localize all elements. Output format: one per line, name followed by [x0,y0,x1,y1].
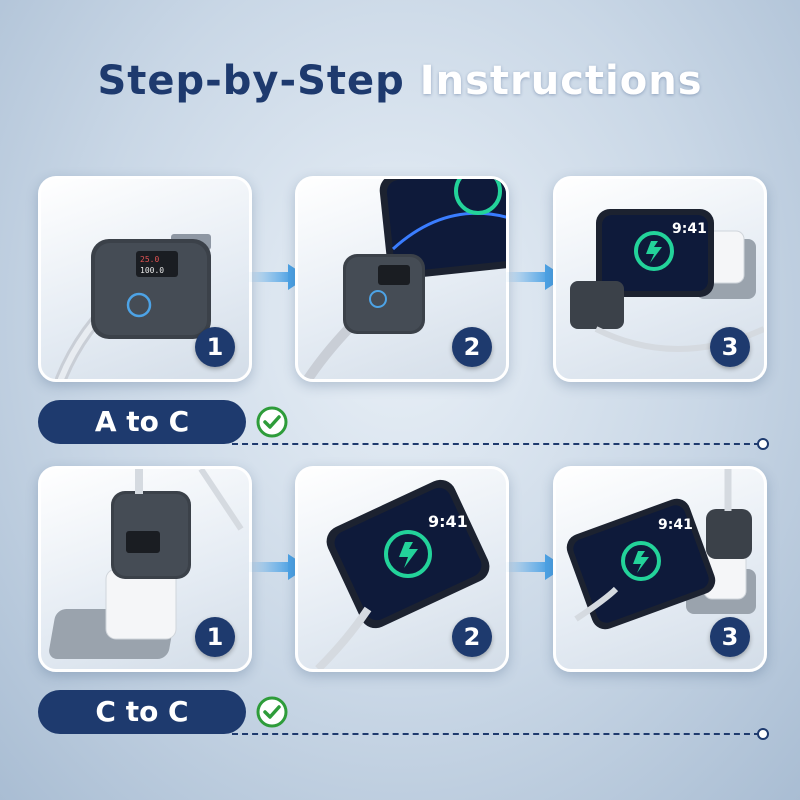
step-card-row1-1: 25.0 100.0 1 [38,176,252,382]
divider-line [232,733,760,735]
divider-end-dot [757,728,769,740]
check-circle-icon [256,696,288,728]
svg-text:9:41: 9:41 [672,221,707,237]
step-card-row2-2: 9:41 2 [295,466,509,672]
title-part-1: Step-by-Step [97,58,405,104]
divider-line [232,443,760,445]
step-number-badge: 1 [195,327,235,367]
check-circle-icon [256,406,288,438]
row-label-c-to-c: C to C [38,690,246,734]
charger-stacked-adapter-illustration [49,469,244,659]
step-number-badge: 3 [710,327,750,367]
charger-with-usb-a-illustration: 25.0 100.0 [55,234,211,379]
divider-end-dot [757,438,769,450]
phone-charging-illustration: 9:41 [570,209,764,352]
step-number-badge: 3 [710,617,750,657]
step-card-row2-3: 9:41 3 [553,466,767,672]
step-card-row1-2: 2 [295,176,509,382]
step-number-badge: 1 [195,617,235,657]
phone-charging-stacked-illustration: 9:41 [566,469,756,630]
step-card-row2-1: 1 [38,466,252,672]
step-card-row1-3: 9:41 3 [553,176,767,382]
phone-connected-illustration [303,179,506,379]
title-part-2: Instructions [419,58,703,104]
page-title: Step-by-Step Instructions [0,58,800,104]
svg-text:25.0: 25.0 [140,255,159,264]
phone-usb-c-plugged-illustration: 9:41 [315,479,490,669]
step-number-badge: 2 [452,327,492,367]
svg-text:100.0: 100.0 [140,266,164,275]
svg-text:9:41: 9:41 [428,512,468,531]
step-number-badge: 2 [452,617,492,657]
row-label-a-to-c: A to C [38,400,246,444]
svg-text:9:41: 9:41 [658,517,693,533]
